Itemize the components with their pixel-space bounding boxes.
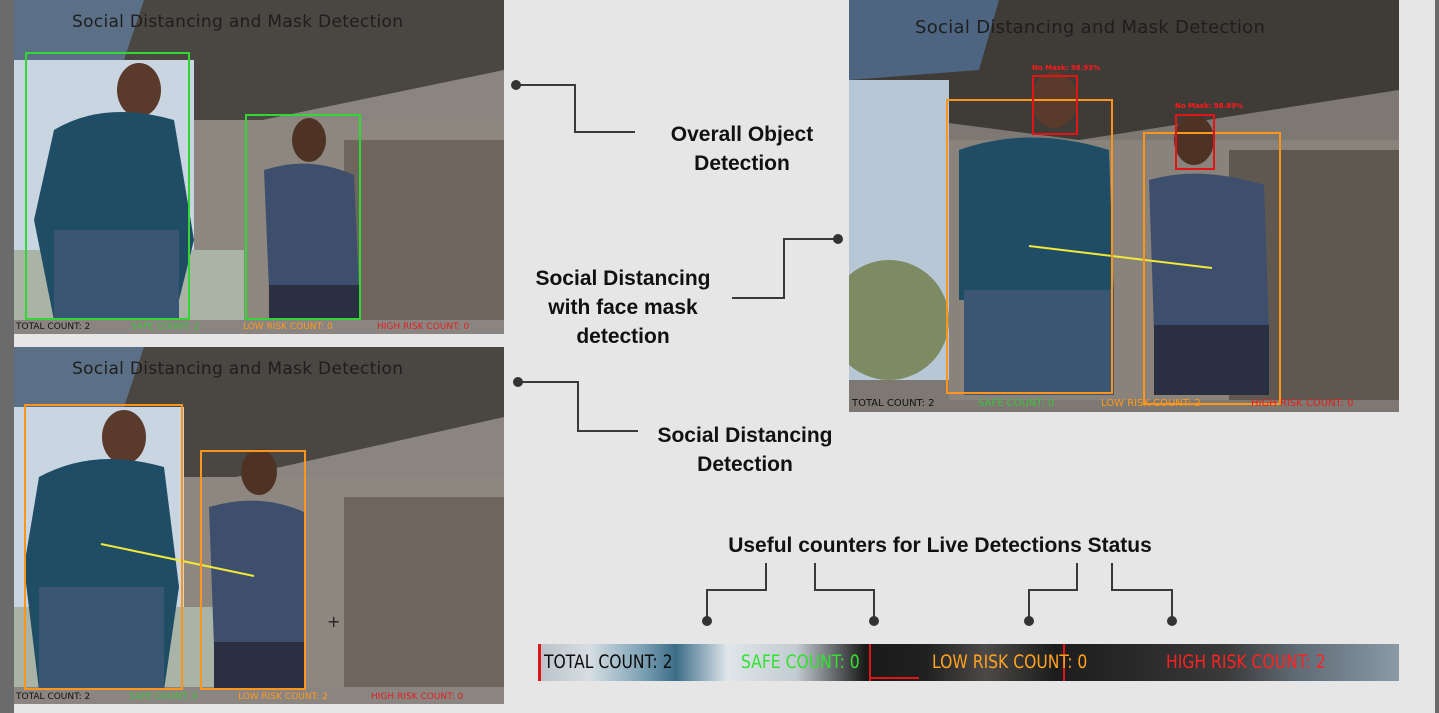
low-risk-count: LOW RISK COUNT: 0	[243, 322, 333, 332]
high-risk-count: HIGH RISK COUNT: 0	[1251, 398, 1354, 409]
total-count: TOTAL COUNT: 2	[544, 651, 673, 673]
mask-label: No Mask: 98.93%	[1032, 64, 1101, 72]
frame-title: Social Distancing and Mask Detection	[72, 12, 404, 32]
label-social-detection: Social Distancing Detection	[635, 421, 855, 479]
high-risk-count: HIGH RISK COUNT: 2	[1166, 651, 1326, 673]
distance-line	[1028, 245, 1213, 269]
person-bounding-box	[24, 404, 183, 690]
safe-count: SAFE COUNT: 0	[129, 692, 198, 702]
counter-row: TOTAL COUNT: 2 SAFE COUNT: 0 LOW RISK CO…	[14, 690, 504, 704]
counter-row: TOTAL COUNT: 2 SAFE COUNT: 0 LOW RISK CO…	[849, 396, 1399, 412]
person-bounding-box	[946, 99, 1113, 394]
camera-scene	[849, 0, 1399, 412]
social-mask-frame: Social Distancing and Mask Detection No …	[849, 0, 1399, 412]
overall-detection-frame: Social Distancing and Mask Detection TOT…	[14, 0, 504, 334]
camera-scene: +	[14, 347, 504, 704]
person-bounding-box	[1143, 132, 1281, 405]
label-line: with face mask	[548, 296, 698, 319]
high-risk-count: HIGH RISK COUNT: 0	[371, 692, 464, 702]
mask-label: No Mask: 98.89%	[1175, 102, 1244, 110]
label-counters: Useful counters for Live Detections Stat…	[728, 534, 1152, 557]
social-distancing-frame: + Social Distancing and Mask Detection T…	[14, 347, 504, 704]
low-risk-count: LOW RISK COUNT: 0	[932, 651, 1088, 673]
safe-count: SAFE COUNT: 0	[741, 651, 860, 673]
label-line: detection	[576, 325, 670, 348]
label-line: Overall Object	[670, 123, 814, 146]
high-risk-count: HIGH RISK COUNT: 0	[377, 322, 470, 332]
distance-line	[100, 543, 255, 577]
person-bounding-box	[200, 450, 306, 690]
right-edge	[1435, 0, 1439, 713]
left-edge	[0, 0, 14, 713]
label-line: Social Distancing	[657, 424, 833, 447]
frame-title: Social Distancing and Mask Detection	[915, 17, 1266, 38]
low-risk-count: LOW RISK COUNT: 2	[1101, 398, 1201, 409]
total-count: TOTAL COUNT: 2	[16, 322, 91, 332]
label-line: Social Distancing	[535, 267, 711, 290]
camera-scene	[14, 0, 504, 334]
total-count: TOTAL COUNT: 2	[16, 692, 91, 702]
person-bounding-box	[25, 52, 190, 320]
low-risk-count: LOW RISK COUNT: 2	[238, 692, 328, 702]
label-line: Detection	[697, 453, 793, 476]
safe-count: SAFE COUNT: 2	[131, 322, 200, 332]
label-overall-detection: Overall Object Detection	[642, 120, 842, 178]
frame-title: Social Distancing and Mask Detection	[72, 359, 404, 379]
safe-count: SAFE COUNT: 0	[978, 398, 1055, 409]
counter-strip: TOTAL COUNT: 2 SAFE COUNT: 0 LOW RISK CO…	[538, 644, 1399, 681]
person-bounding-box	[245, 114, 361, 320]
face-bounding-box	[1032, 75, 1078, 135]
label-social-mask-detection: Social Distancing with face mask detecti…	[513, 264, 733, 351]
counter-row: TOTAL COUNT: 2 SAFE COUNT: 2 LOW RISK CO…	[14, 320, 504, 334]
total-count: TOTAL COUNT: 2	[852, 398, 935, 409]
svg-text:+: +	[327, 612, 340, 631]
face-bounding-box	[1175, 114, 1215, 170]
label-line: Detection	[694, 152, 790, 175]
